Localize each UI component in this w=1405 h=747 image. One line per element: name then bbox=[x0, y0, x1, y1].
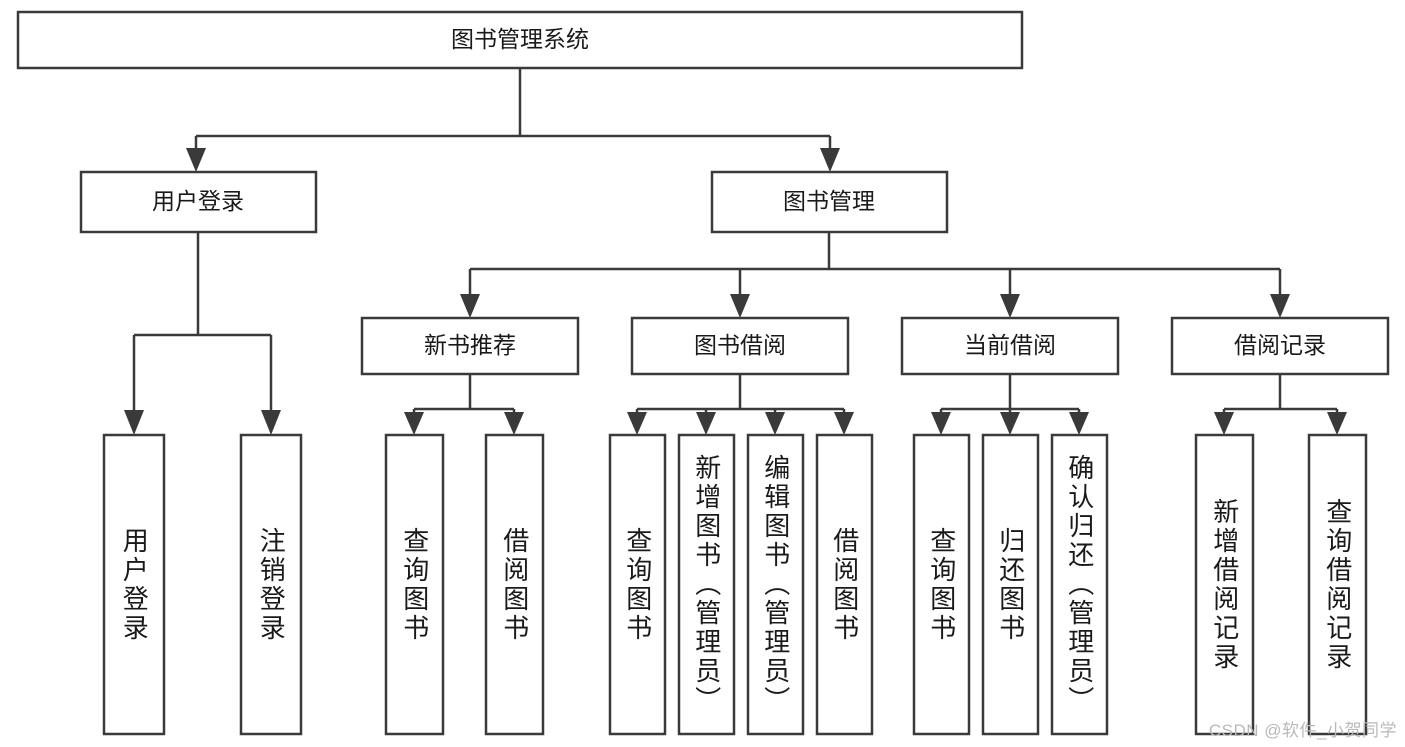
arrow-head-new-book-1-icon bbox=[504, 412, 524, 435]
arrow-head-user-login-1-icon bbox=[261, 410, 281, 435]
leaf-box-book-borrow-0[interactable] bbox=[608, 433, 667, 736]
node-borrow-records-box bbox=[1170, 316, 1390, 376]
leaf-box-current-borrow-0[interactable] bbox=[912, 433, 971, 736]
watermark: CSDN @软件_小贺同学 bbox=[1208, 721, 1397, 740]
node-book-management[interactable]: 图书管理 bbox=[710, 170, 949, 234]
node-user-login-label: 用户登录 bbox=[152, 188, 244, 214]
arrow-head-tier2-1-icon bbox=[820, 148, 840, 172]
node-book-borrow-box bbox=[630, 316, 850, 376]
leaf-box-book-borrow-1[interactable] bbox=[677, 433, 736, 736]
node-new-book-recommend-box bbox=[360, 316, 580, 376]
node-borrow-records[interactable]: 借阅记录 bbox=[1170, 316, 1390, 376]
node-root[interactable]: 图书管理系统 bbox=[16, 10, 1024, 70]
arrow-head-book-borrow-1-icon bbox=[696, 412, 716, 435]
arrow-head-new-book-0-icon bbox=[404, 412, 424, 435]
leaf-box-borrow-records-1[interactable] bbox=[1307, 433, 1368, 736]
node-root-label: 图书管理系统 bbox=[451, 26, 589, 52]
arrow-head-book-borrow-0-icon bbox=[627, 412, 647, 435]
arrow-head-tier3-1-icon bbox=[730, 294, 750, 318]
arrow-head-book-borrow-2-icon bbox=[765, 412, 785, 435]
arrow-head-current-borrow-2-icon bbox=[1069, 412, 1089, 435]
node-current-borrow[interactable]: 当前借阅 bbox=[900, 316, 1120, 376]
arrow-head-user-login-0-icon bbox=[124, 410, 144, 435]
node-user-login[interactable]: 用户登录 bbox=[79, 170, 318, 234]
arrow-head-book-borrow-3-icon bbox=[834, 412, 854, 435]
node-borrow-records-label: 借阅记录 bbox=[1234, 332, 1326, 358]
arrow-head-borrow-records-0-icon bbox=[1214, 412, 1234, 435]
node-root-box bbox=[16, 10, 1024, 70]
node-book-borrow-label: 图书借阅 bbox=[694, 332, 786, 358]
leaf-box-book-borrow-2[interactable] bbox=[746, 433, 805, 736]
node-current-borrow-box bbox=[900, 316, 1120, 376]
leaf-box-borrow-records-0[interactable] bbox=[1194, 433, 1255, 736]
leaf-box-new-book-1[interactable] bbox=[484, 433, 545, 736]
leaf-box-current-borrow-1[interactable] bbox=[981, 433, 1040, 736]
leaf-box-user-login-1[interactable] bbox=[239, 433, 303, 736]
node-book-management-label: 图书管理 bbox=[783, 188, 875, 214]
arrow-head-current-borrow-1-icon bbox=[1000, 412, 1020, 435]
arrow-head-current-borrow-0-icon bbox=[931, 412, 951, 435]
leaf-box-user-login-0[interactable] bbox=[102, 433, 166, 736]
arrow-head-tier3-3-icon bbox=[1270, 294, 1290, 318]
arrow-head-tier2-0-icon bbox=[186, 148, 206, 172]
node-current-borrow-label: 当前借阅 bbox=[964, 332, 1056, 358]
node-new-book-recommend[interactable]: 新书推荐 bbox=[360, 316, 580, 376]
node-new-book-recommend-label: 新书推荐 bbox=[424, 332, 516, 358]
node-book-borrow[interactable]: 图书借阅 bbox=[630, 316, 850, 376]
leaf-box-current-borrow-2[interactable] bbox=[1050, 433, 1109, 736]
leaf-box-book-borrow-3[interactable] bbox=[815, 433, 874, 736]
leaf-box-new-book-0[interactable] bbox=[384, 433, 445, 736]
arrow-head-tier3-0-icon bbox=[460, 294, 480, 318]
arrow-head-tier3-2-icon bbox=[1000, 294, 1020, 318]
node-book-management-box bbox=[710, 170, 949, 234]
arrow-head-borrow-records-1-icon bbox=[1327, 412, 1347, 435]
